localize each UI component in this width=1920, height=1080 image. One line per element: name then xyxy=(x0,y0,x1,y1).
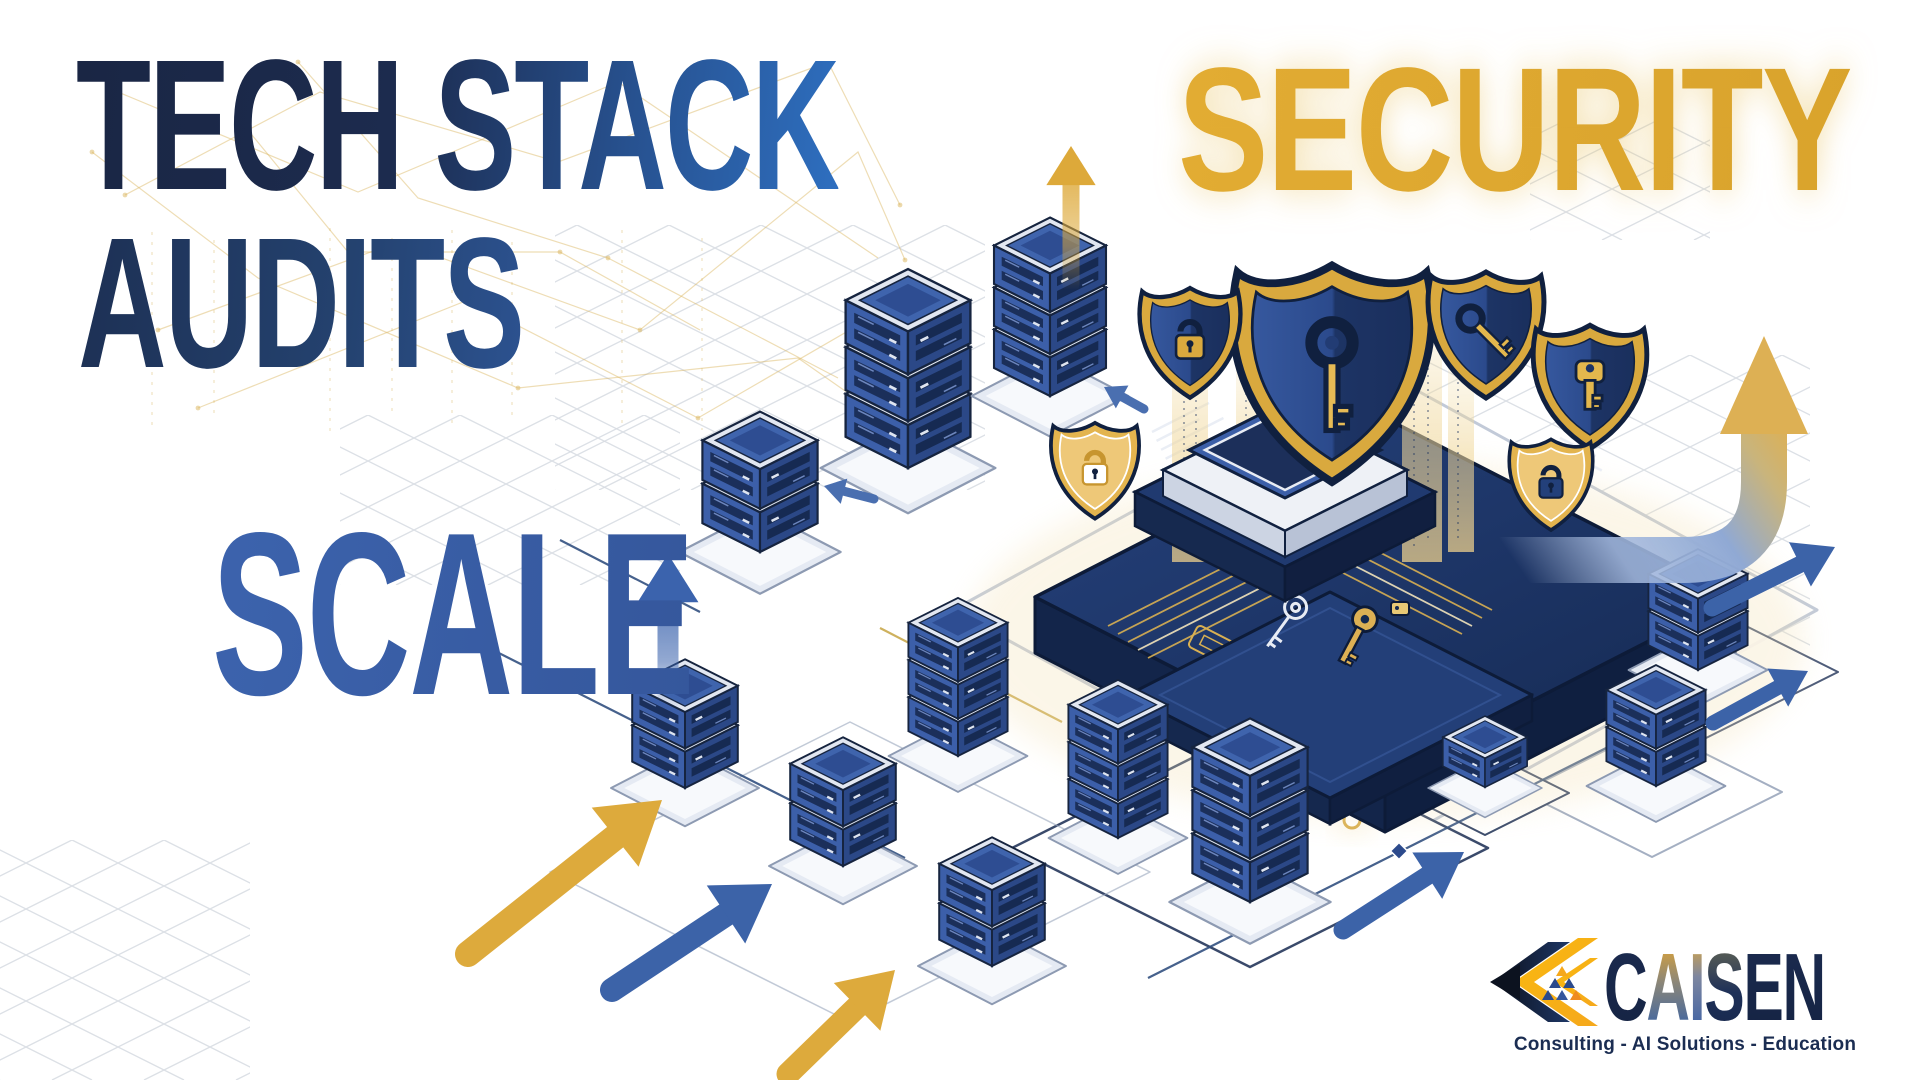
arrowhead-icon xyxy=(833,970,895,1031)
arrowhead-icon xyxy=(1789,542,1835,587)
web-line xyxy=(237,117,701,331)
arrowhead-icon xyxy=(1104,385,1129,409)
caisen-wordmark: CAISEN xyxy=(1604,940,1826,1036)
grid-patch xyxy=(0,840,250,1080)
key-gold-icon xyxy=(1337,605,1379,668)
server-stack xyxy=(972,218,1129,437)
grid-patch xyxy=(1530,120,1710,240)
shield-keycard xyxy=(1533,325,1647,448)
web-node xyxy=(195,405,201,411)
server-stack xyxy=(889,598,1028,792)
web-line xyxy=(297,61,839,379)
server-stack xyxy=(1169,718,1330,943)
blue-arrow xyxy=(1705,668,1808,731)
arrowhead-icon xyxy=(1046,146,1096,186)
logo-letter: N xyxy=(1782,934,1827,1041)
headline-tech-stack: TECH STACK xyxy=(76,22,840,229)
web-node xyxy=(515,385,521,391)
web-node xyxy=(557,249,563,255)
arrowhead-icon xyxy=(1412,852,1464,899)
server-stack xyxy=(821,269,996,513)
shield-padlock xyxy=(1140,288,1241,398)
grid-patch xyxy=(340,415,680,585)
arrowhead-icon xyxy=(706,884,772,944)
server-stack xyxy=(769,737,917,904)
blue-arrow xyxy=(1333,852,1464,940)
logo-letter: A xyxy=(1646,934,1690,1041)
arrowhead-icon xyxy=(1767,668,1808,707)
web-node xyxy=(295,59,301,65)
growth-arrows xyxy=(455,146,1835,1080)
web-node xyxy=(89,149,95,155)
arrowhead-icon xyxy=(591,800,662,867)
logo-letter: E xyxy=(1743,934,1783,1041)
web-node xyxy=(897,202,903,208)
main-shield-key-icon xyxy=(1232,265,1431,482)
arrowhead-icon xyxy=(824,478,848,504)
headline-scale: SCALE xyxy=(212,485,695,744)
arrowhead-icon xyxy=(637,554,699,603)
gold-arrow xyxy=(1046,146,1096,293)
web-node xyxy=(555,159,561,165)
logo-triangle-cluster xyxy=(1542,966,1582,1000)
web-line xyxy=(117,81,879,259)
blue-arrow xyxy=(1104,385,1149,414)
blue-arrow xyxy=(824,478,879,504)
blue-arrow xyxy=(1703,542,1835,617)
web-node xyxy=(615,79,621,85)
blue-arrow xyxy=(600,884,772,1002)
connector-node xyxy=(1389,841,1409,861)
server-stack xyxy=(679,412,840,594)
growth-curved-arrow xyxy=(1479,336,1808,583)
network-web-pattern xyxy=(89,59,908,432)
server-stack xyxy=(1049,680,1188,874)
caisen-logo-icon xyxy=(1490,938,1598,1026)
web-node xyxy=(637,327,643,333)
headline-security: SECURITY xyxy=(1178,32,1852,228)
logo-letter: C xyxy=(1604,934,1648,1041)
logo-tagline: Consulting - AI Solutions - Education xyxy=(1513,1034,1857,1055)
blue-arrow xyxy=(637,554,699,713)
web-node xyxy=(902,257,908,263)
server-stack xyxy=(918,837,1066,1004)
logo-letter: I xyxy=(1688,934,1706,1041)
web-node xyxy=(122,192,128,198)
key-chip-icon xyxy=(1390,601,1410,616)
web-node xyxy=(155,327,161,333)
shield-key xyxy=(1428,272,1544,398)
gold-arrow xyxy=(455,800,662,967)
web-line xyxy=(197,299,899,419)
web-node xyxy=(695,415,701,421)
web-node xyxy=(115,89,121,95)
web-node xyxy=(235,115,241,121)
gold-arrow xyxy=(776,970,895,1080)
web-node xyxy=(605,255,611,261)
logo-letter: S xyxy=(1704,934,1744,1041)
headline-audits: AUDITS xyxy=(78,200,525,407)
